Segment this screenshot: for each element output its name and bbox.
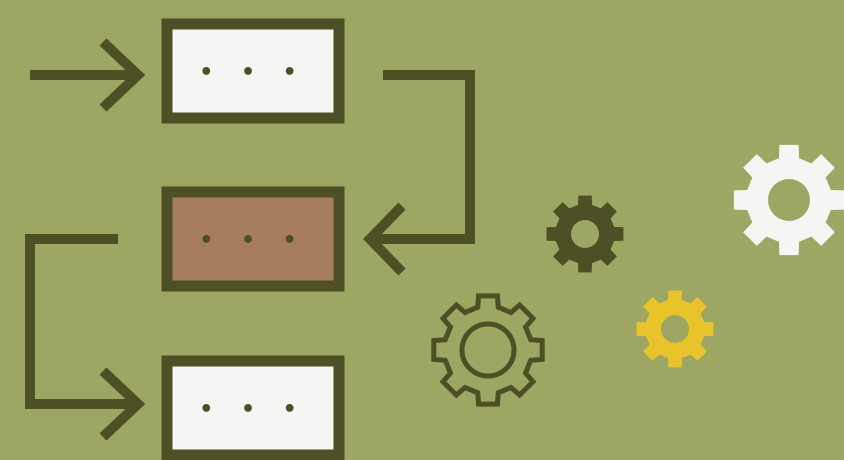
top-to-middle-connector <box>370 70 475 244</box>
gears <box>431 144 844 407</box>
arrow-left-icon <box>363 202 406 276</box>
gear-white-icon <box>733 144 844 256</box>
step-middle: • • • <box>161 186 345 292</box>
step-bottom: • • • <box>161 355 345 460</box>
gear-small-dark-icon <box>546 195 624 273</box>
step-box <box>161 186 345 292</box>
gear-outline-icon <box>431 293 545 407</box>
step-top: • • • <box>161 18 345 124</box>
arrow-right-icon <box>99 38 146 112</box>
process-steps: • • • • • • • • • <box>161 18 345 460</box>
gear-hole <box>459 321 517 379</box>
step-box <box>161 18 345 124</box>
gear-solid-body <box>636 290 714 368</box>
ellipsis-icon: • • • <box>199 228 307 253</box>
gear-yellow-icon <box>636 290 714 368</box>
gear-solid-body <box>546 195 624 273</box>
arrow-right-icon <box>99 367 146 441</box>
middle-to-bottom-connector <box>25 234 138 409</box>
gear-outline-body <box>431 293 545 407</box>
ellipsis-icon: • • • <box>199 397 307 422</box>
ellipsis-icon: • • • <box>199 60 307 85</box>
gear-solid-body <box>733 144 844 256</box>
connectors <box>25 38 475 441</box>
step-box <box>161 355 345 460</box>
